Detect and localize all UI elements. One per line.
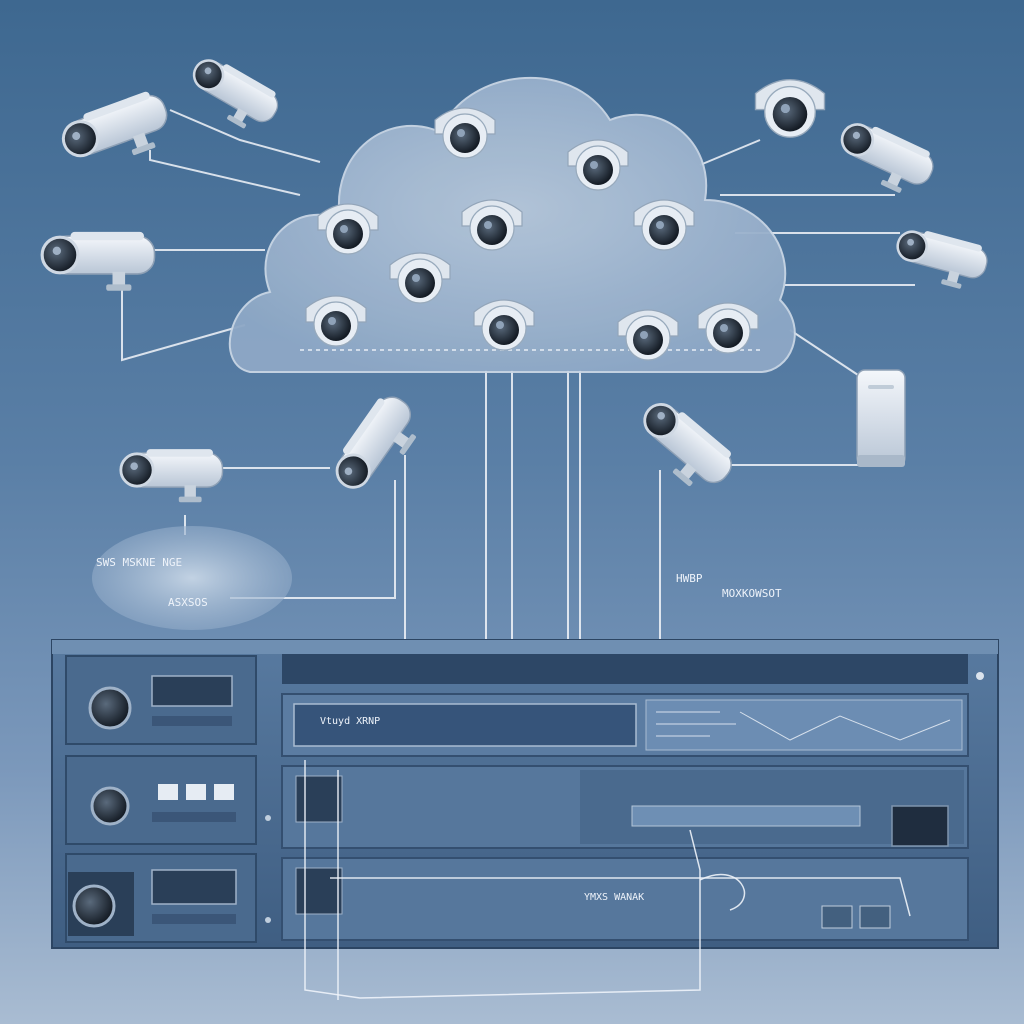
cctv-camera-icon: [889, 223, 993, 296]
panel-top-label: Vtuyd XRNP: [320, 716, 380, 727]
cctv-camera-icon: [626, 392, 742, 502]
waveform-display: [656, 711, 951, 741]
cctv-camera-icon: [55, 85, 179, 178]
bubble-line1: SWS MSKNE NGE: [96, 556, 182, 569]
cctv-camera-icon: [180, 50, 286, 140]
cctv-camera-icon: [829, 114, 941, 204]
bubble-line2: ASXSOS: [168, 596, 208, 609]
right-caption-b: MOXKOWSOT: [722, 587, 782, 600]
right-caption-a: HWBP: [676, 572, 703, 585]
cctv-camera-icon: [40, 230, 157, 293]
panel-bottom-label: YMXS WANAK: [584, 892, 644, 903]
control-modules: [65, 655, 257, 943]
dome-camera-icon: [754, 79, 826, 138]
label-bubble: SWS MSKNE NGE ASXSOS: [92, 526, 292, 630]
network-wires: [121, 109, 915, 640]
sensor-device-icon: [856, 369, 906, 467]
dvr-recorder-icon: Vtuyd XRNP YMXS WANAK: [51, 639, 999, 949]
cctv-camera-icon: [119, 447, 224, 504]
cable-loops: [304, 760, 911, 1000]
cctv-camera-icon: [325, 387, 431, 505]
outer-cameras: [40, 50, 993, 505]
